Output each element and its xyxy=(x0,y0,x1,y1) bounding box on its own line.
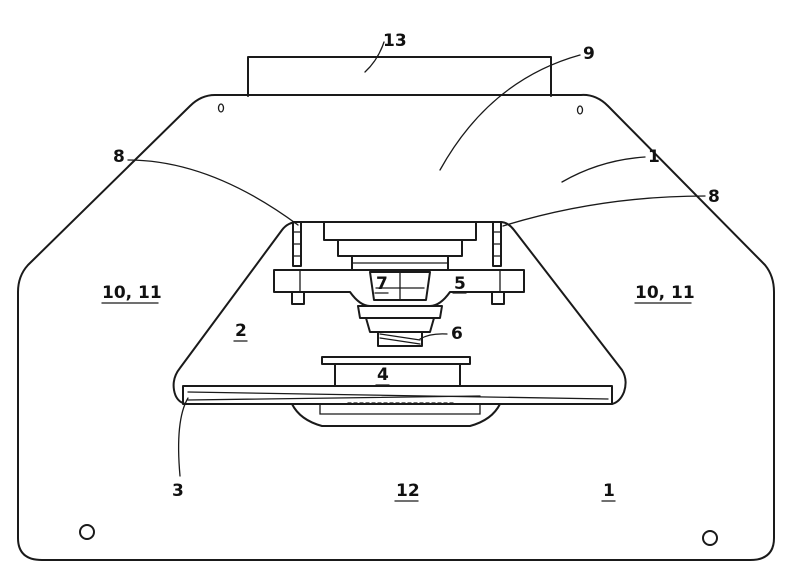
leader-9 xyxy=(439,54,581,171)
base-plate-3 xyxy=(182,385,613,415)
table-4 xyxy=(321,356,471,387)
label-4: 4 xyxy=(377,365,389,385)
label-13: 13 xyxy=(383,31,407,51)
part-labels: 13 9 1 8 8 10, 11 10, 11 7 5 2 6 4 3 12 … xyxy=(101,31,720,502)
label-12: 12 xyxy=(396,481,420,501)
label-6: 6 xyxy=(451,324,463,344)
label-9: 9 xyxy=(583,44,595,64)
leader-lines xyxy=(127,41,706,477)
objective-6 xyxy=(357,305,443,347)
label-1-top: 1 xyxy=(648,147,660,167)
outer-housing xyxy=(17,93,775,561)
top-right-hole xyxy=(576,105,584,115)
leader-1-top xyxy=(561,156,646,183)
leader-8-left xyxy=(127,159,299,226)
label-10-11-right: 10, 11 xyxy=(635,283,695,303)
clamp-left-8 xyxy=(291,221,305,305)
leader-8-right xyxy=(502,195,706,227)
label-7: 7 xyxy=(376,274,388,294)
bottom-left-hole xyxy=(79,524,95,540)
top-left-hole xyxy=(217,103,225,113)
element-7 xyxy=(369,271,431,301)
label-2: 2 xyxy=(235,321,247,341)
leader-3 xyxy=(178,397,189,477)
clamp-right-8 xyxy=(491,221,505,305)
label-1-bottom: 1 xyxy=(603,481,615,501)
leader-6 xyxy=(419,333,448,340)
label-8-right: 8 xyxy=(708,187,720,207)
label-5: 5 xyxy=(454,274,466,294)
component-13-box xyxy=(247,56,552,97)
leader-13 xyxy=(364,41,385,73)
label-3: 3 xyxy=(172,481,184,501)
label-8-left: 8 xyxy=(113,147,125,167)
inner-chamber xyxy=(172,221,627,427)
upper-plate-assembly xyxy=(323,221,477,271)
label-10-11-left: 10, 11 xyxy=(102,283,162,303)
bottom-right-hole xyxy=(702,530,718,546)
